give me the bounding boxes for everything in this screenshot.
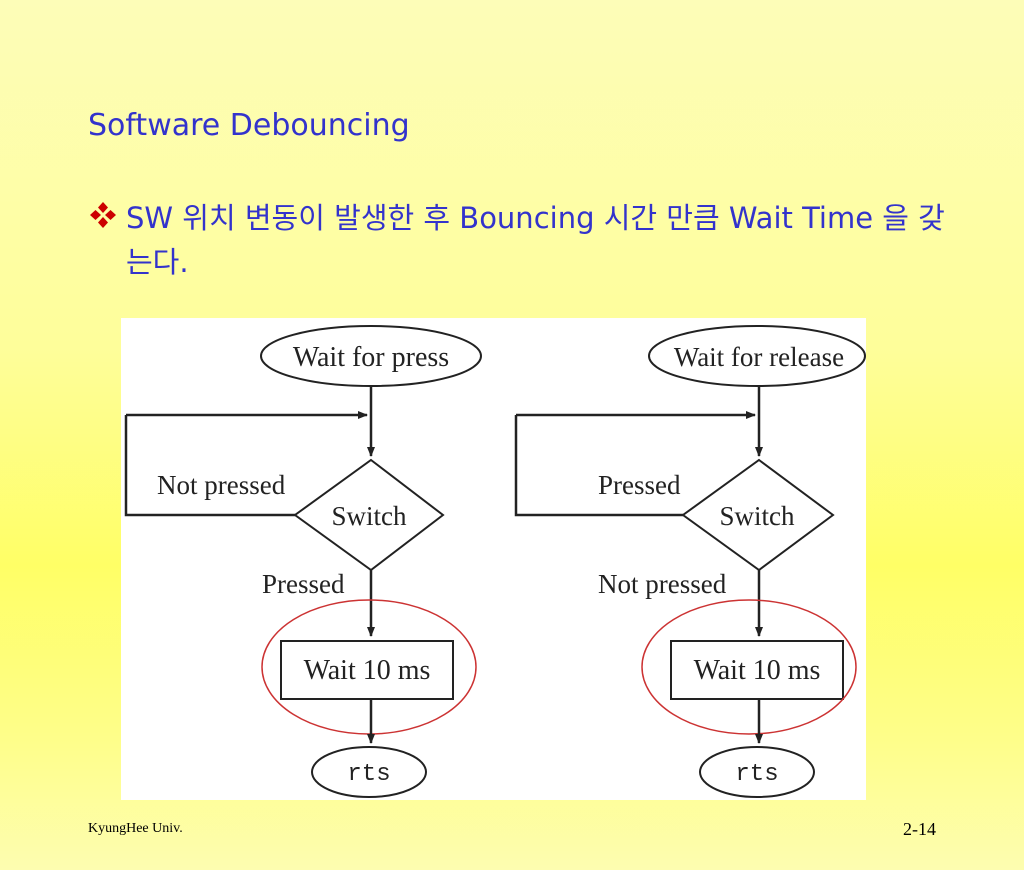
highlight-circle (641, 599, 857, 735)
decision-label: Switch (719, 501, 795, 531)
flowchart-press: Wait for press Switch Not pressed Presse… (124, 325, 482, 798)
start-ellipse (648, 325, 866, 387)
loop-back-line (124, 415, 295, 517)
bullet-diamond-left (90, 210, 101, 220)
footer-page-number: 2-14 (903, 819, 936, 839)
action-box (280, 640, 454, 700)
flowchart-svg: Wait for press Switch Not pressed Presse… (124, 325, 866, 798)
action-box (670, 640, 844, 700)
bullet-item: SW 위치 변동이 발생한 후 Bouncing 시간 만큼 Wait Time… (88, 196, 948, 284)
action-label: Wait 10 ms (694, 655, 821, 686)
footer-university: KyungHee Univ. (88, 821, 183, 836)
four-diamond-bullet-icon (90, 202, 116, 228)
end-ellipse (699, 746, 815, 798)
bullet-diamond-bottom (98, 217, 108, 228)
loop-label: Pressed (598, 470, 681, 500)
debounce-flowchart-figure: Wait for press Switch Not pressed Presse… (121, 318, 866, 800)
action-label: Wait 10 ms (304, 655, 431, 686)
exit-label: Pressed (262, 569, 345, 599)
bullet-diamond-top (98, 202, 108, 213)
end-label: rts (347, 761, 390, 788)
start-label: Wait for press (293, 342, 449, 373)
flowchart-release: Wait for release Switch Pressed Not pres… (514, 325, 866, 798)
end-label: rts (735, 761, 778, 788)
end-ellipse (311, 746, 427, 798)
exit-label: Not pressed (598, 569, 727, 599)
loop-back-line (514, 415, 683, 517)
bullet-text: SW 위치 변동이 발생한 후 Bouncing 시간 만큼 Wait Time… (126, 201, 945, 279)
slide-title: Software Debouncing (88, 108, 410, 143)
loop-label: Not pressed (157, 470, 286, 500)
bullet-diamond-right (105, 210, 116, 220)
decision-label: Switch (331, 501, 407, 531)
start-label: Wait for release (674, 342, 844, 372)
